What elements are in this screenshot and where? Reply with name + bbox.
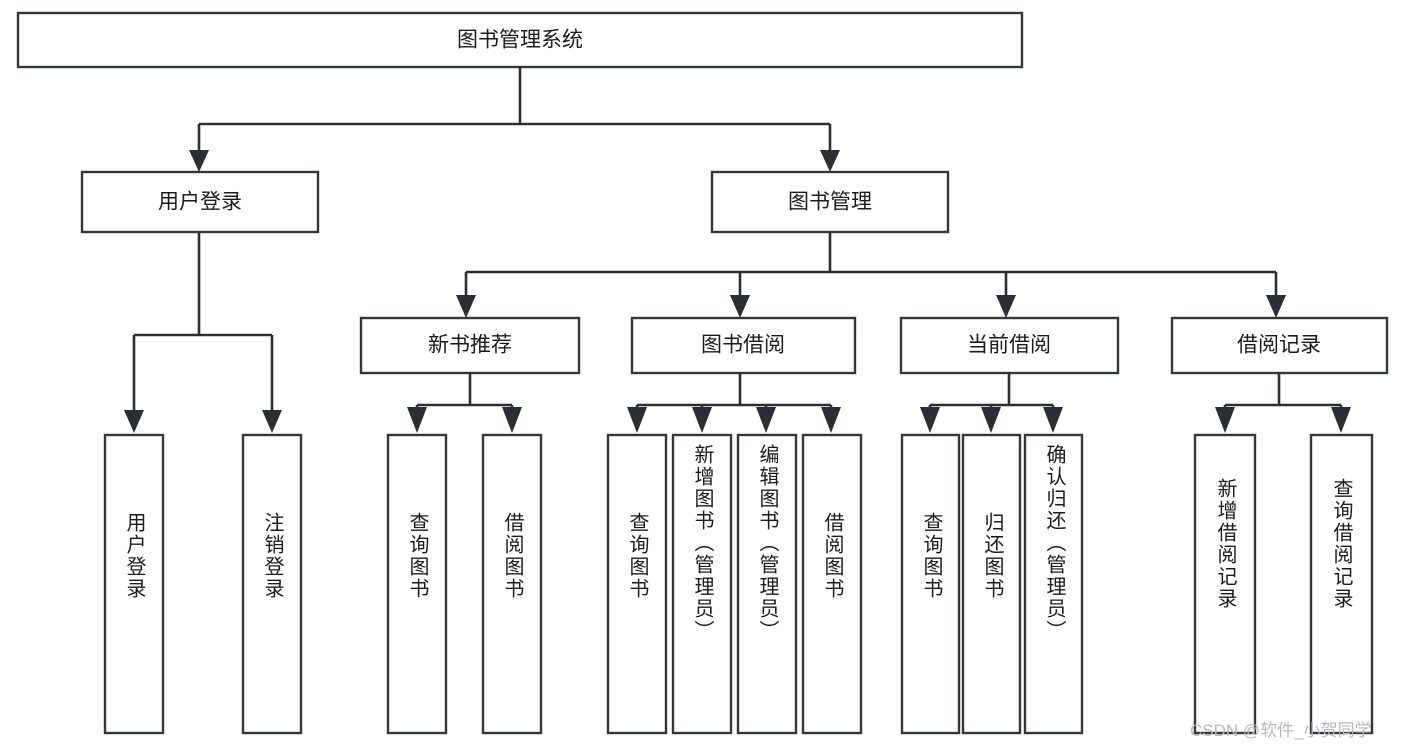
arrowhead-root-to-user-login: [189, 150, 209, 172]
arrowhead-borrow-record-leaf-2: [1331, 407, 1351, 433]
arrowhead-book-borrow-leaf-4: [821, 407, 841, 433]
node-leaf-cb-query-book-box[interactable]: [900, 433, 961, 735]
arrowhead-book-borrow-leaf-1: [627, 407, 647, 433]
node-root-box[interactable]: [16, 11, 1024, 69]
arrowhead-new-book-leaf-1: [407, 407, 427, 433]
node-leaf-cb-query-book-label: 查询图书: [920, 512, 942, 600]
node-current-borrow-label: 当前借阅: [967, 334, 1051, 357]
arrowhead-current-borrow-leaf-1: [920, 407, 940, 433]
node-leaf-br-add-record-label: 新增借阅记录: [1214, 478, 1236, 610]
node-book-borrow-box[interactable]: [630, 316, 857, 375]
node-new-book-recommend-label: 新书推荐: [428, 334, 512, 357]
node-leaf-br-query-record-label: 查询借阅记录: [1330, 478, 1352, 610]
arrowhead-book-borrow-leaf-3: [756, 407, 776, 433]
node-leaf-logout-box[interactable]: [241, 433, 303, 735]
node-leaf-bb-add-book-box[interactable]: [671, 433, 733, 735]
arrowhead-book-manage-child-2: [730, 295, 750, 318]
node-user-login-box[interactable]: [80, 170, 320, 234]
node-leaf-bb-edit-book-box[interactable]: [736, 433, 798, 735]
node-book-manage-box[interactable]: [710, 170, 950, 234]
node-leaf-user-login-box[interactable]: [103, 433, 165, 735]
node-leaf-cb-confirm-return-label: 确认归还（管理员）: [1043, 444, 1065, 642]
arrowhead-user-login-leaf-2: [262, 410, 282, 433]
arrowhead-book-borrow-leaf-2: [692, 407, 712, 433]
node-leaf-bb-borrow-book-box[interactable]: [801, 433, 863, 735]
arrowhead-book-manage-child-3: [996, 295, 1016, 318]
arrowhead-current-borrow-leaf-3: [1043, 407, 1063, 433]
node-root-label: 图书管理系统: [457, 29, 583, 52]
node-leaf-br-query-record-box[interactable]: [1309, 433, 1374, 735]
arrowhead-new-book-leaf-2: [502, 407, 522, 433]
node-new-book-recommend-box[interactable]: [359, 316, 581, 375]
node-leaf-bb-borrow-book-label: 借阅图书: [821, 512, 843, 600]
node-book-borrow-label: 图书借阅: [701, 334, 785, 357]
node-leaf-cb-return-book-label: 归还图书: [981, 512, 1003, 600]
node-borrow-record-label: 借阅记录: [1237, 334, 1321, 357]
node-leaf-user-login-label: 用户登录: [123, 512, 145, 600]
node-leaf-logout-label: 注销登录: [261, 512, 283, 600]
node-leaf-nbr-borrow-book-box[interactable]: [481, 433, 543, 735]
arrowhead-book-manage-child-1: [456, 295, 476, 318]
arrowhead-book-manage-child-4: [1266, 295, 1286, 318]
node-leaf-cb-confirm-return-box[interactable]: [1023, 433, 1084, 735]
node-leaf-bb-query-book-label: 查询图书: [626, 512, 648, 600]
node-leaf-nbr-borrow-book-label: 借阅图书: [501, 512, 523, 600]
node-current-borrow-box[interactable]: [899, 316, 1120, 375]
node-leaf-nbr-query-book-box[interactable]: [386, 433, 448, 735]
arrowhead-user-login-leaf-1: [124, 410, 144, 433]
arrowhead-borrow-record-leaf-1: [1215, 407, 1235, 433]
node-leaf-cb-return-book-box[interactable]: [961, 433, 1022, 735]
node-leaf-bb-add-book-label: 新增图书（管理员）: [691, 444, 713, 642]
node-user-login-label: 用户登录: [158, 191, 242, 214]
node-leaf-bb-query-book-box[interactable]: [606, 433, 668, 735]
arrowhead-root-to-book-manage: [820, 150, 840, 172]
node-leaf-bb-edit-book-label: 编辑图书（管理员）: [756, 444, 778, 642]
arrowhead-current-borrow-leaf-2: [981, 407, 1001, 433]
node-leaf-br-add-record-box[interactable]: [1193, 433, 1257, 735]
node-leaf-nbr-query-book-label: 查询图书: [406, 512, 428, 600]
node-book-manage-label: 图书管理: [788, 191, 872, 214]
